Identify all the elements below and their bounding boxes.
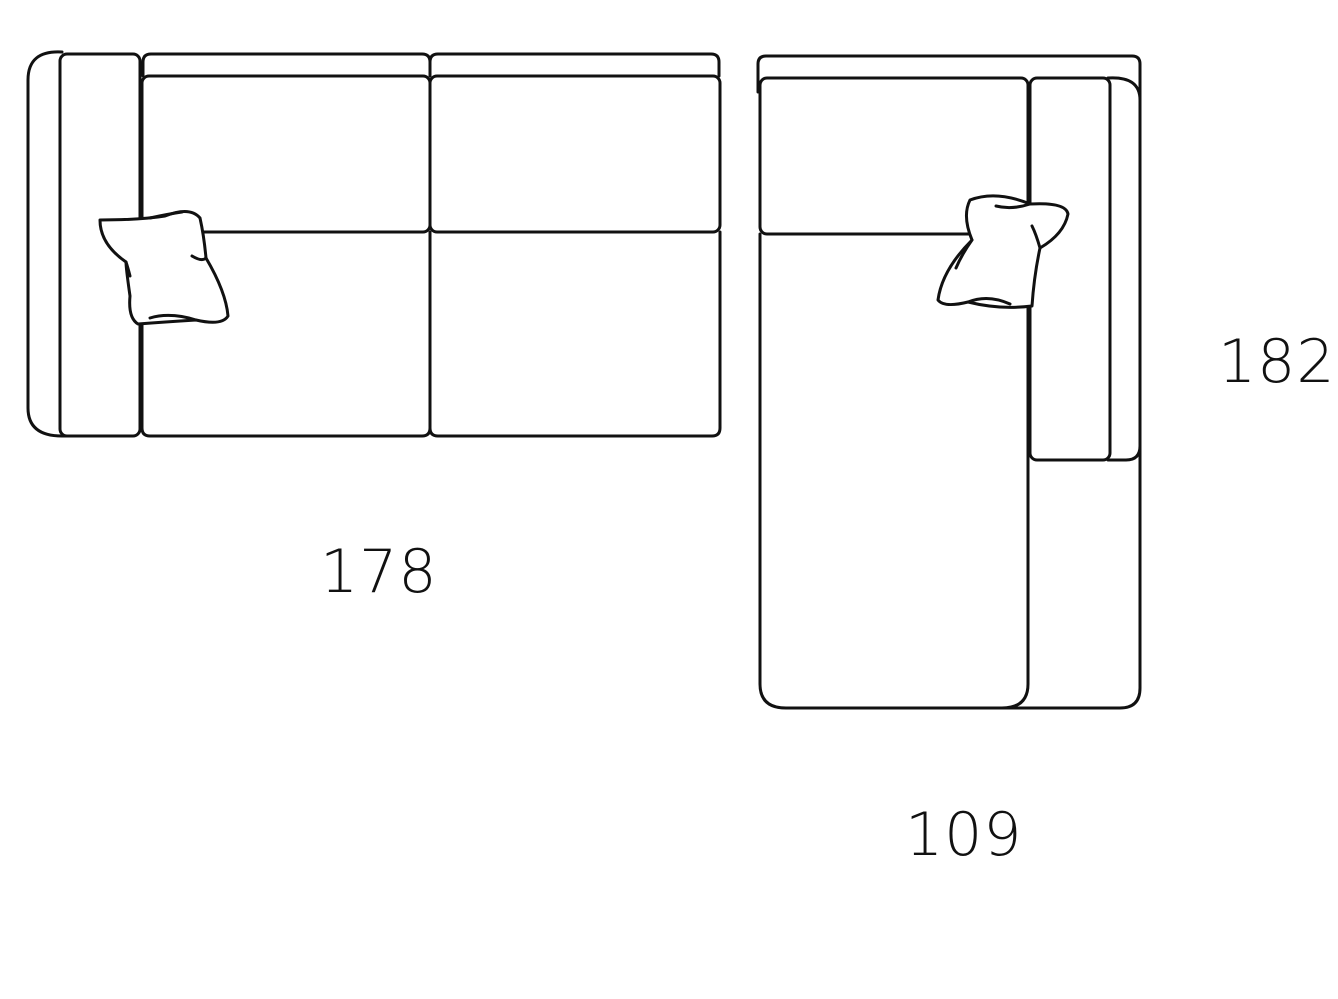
chaise-armrest-outer — [1106, 76, 1142, 462]
left-seat-cushion-2 — [428, 230, 722, 438]
chaise-seat — [758, 232, 1030, 710]
left-sofa-width-label: 178 — [320, 537, 438, 607]
chaise-width-label: 109 — [905, 800, 1023, 870]
chaise-back-cushion — [758, 76, 1030, 236]
chaise-depth-label: 182 — [1218, 327, 1336, 397]
chaise-module — [756, 54, 1142, 710]
chaise-armrest-inner — [1028, 76, 1112, 462]
left-back-cushion-2 — [428, 74, 722, 234]
pillow-icon — [98, 210, 230, 326]
chaise-outer-frame — [998, 82, 1142, 710]
left-back-cushion-1 — [140, 74, 432, 234]
left-sofa-module — [26, 50, 722, 438]
left-backrest-2 — [428, 52, 721, 78]
pillow-icon — [936, 194, 1070, 309]
left-backrest-1 — [141, 52, 432, 78]
chaise-backrest — [756, 54, 1142, 94]
left-armrest-outer — [26, 50, 97, 438]
